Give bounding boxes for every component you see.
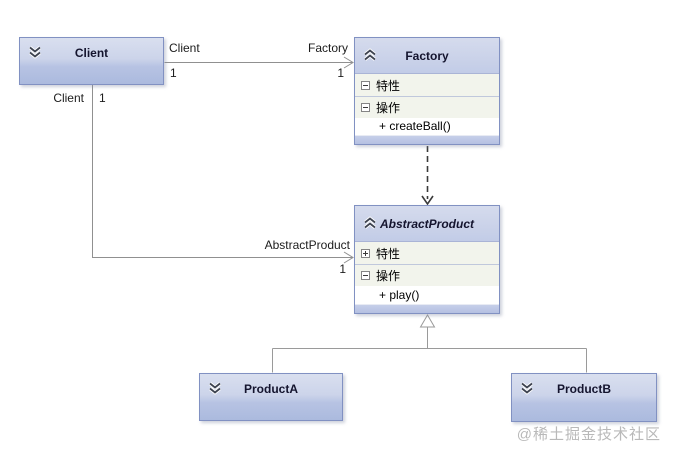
expand-chevron-icon[interactable] <box>519 381 535 395</box>
class-productb[interactable]: ProductB <box>511 373 657 422</box>
association-client-abstractproduct[interactable] <box>92 85 354 264</box>
multiplicity-label: 1 <box>337 66 344 80</box>
expand-chevron-icon[interactable] <box>207 381 223 395</box>
section-label: 特性 <box>376 78 401 93</box>
box-footer <box>355 135 499 144</box>
minus-box-icon[interactable] <box>361 103 370 112</box>
role-label-client: Client <box>169 41 200 55</box>
role-label-client: Client <box>53 91 84 105</box>
member-play[interactable]: + play() <box>355 286 499 304</box>
expand-chevron-icon[interactable] <box>27 45 43 59</box>
abstractproduct-operations-section[interactable]: 操作 <box>355 265 499 286</box>
class-factory-header: Factory <box>355 38 499 74</box>
watermark-text: @稀土掘金技术社区 <box>516 426 661 443</box>
collapse-chevron-icon[interactable] <box>362 48 378 62</box>
class-productb-header: ProductB <box>512 374 656 400</box>
class-name: AbstractProduct <box>379 217 474 231</box>
inheritance-connectors[interactable] <box>272 314 587 373</box>
section-label: 操作 <box>376 269 401 283</box>
abstractproduct-properties-section[interactable]: 特性 <box>355 242 499 265</box>
plus-box-icon[interactable] <box>361 248 370 258</box>
multiplicity-label: 1 <box>99 91 106 105</box>
class-name: ProductB <box>557 382 611 396</box>
class-abstractproduct[interactable]: AbstractProduct 特性 操作 + play() <box>354 205 500 314</box>
collapse-chevron-icon[interactable] <box>362 216 378 230</box>
section-label: 特性 <box>376 246 401 261</box>
class-client[interactable]: Client <box>19 37 164 85</box>
class-producta-header: ProductA <box>200 374 342 400</box>
class-name: ProductA <box>244 382 298 396</box>
inheritance-triangle-icon <box>419 314 436 328</box>
minus-box-icon[interactable] <box>361 80 370 90</box>
factory-properties-section[interactable]: 特性 <box>355 74 499 97</box>
section-label: 操作 <box>376 101 401 115</box>
minus-box-icon[interactable] <box>361 271 370 280</box>
multiplicity-label: 1 <box>170 66 177 80</box>
role-label-factory: Factory <box>307 41 348 55</box>
class-name: Client <box>74 46 109 60</box>
factory-operations-section[interactable]: 操作 <box>355 97 499 118</box>
class-client-header: Client <box>20 38 163 64</box>
member-createball[interactable]: + createBall() <box>355 118 499 135</box>
class-name: Factory <box>405 49 449 63</box>
dependency-factory-abstractproduct[interactable] <box>421 146 434 206</box>
role-label-abstractproduct: AbstractProduct <box>264 238 350 252</box>
multiplicity-label: 1 <box>339 262 346 276</box>
box-footer <box>355 304 499 313</box>
class-abstractproduct-header: AbstractProduct <box>355 206 499 242</box>
class-producta[interactable]: ProductA <box>199 373 343 421</box>
association-client-factory[interactable] <box>164 56 354 69</box>
class-factory[interactable]: Factory 特性 操作 + createBall() <box>354 37 500 145</box>
